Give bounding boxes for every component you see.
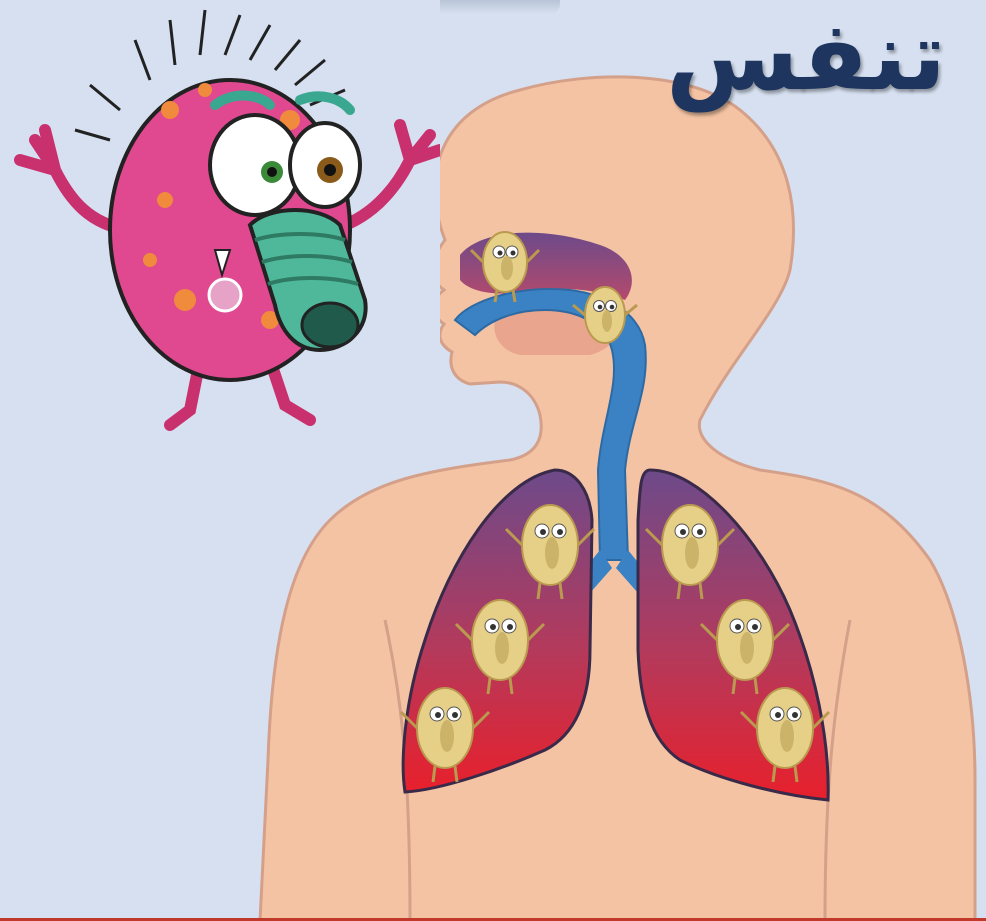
pink-germ-with-gas-mask-icon: [0, 0, 440, 432]
page-title: تنفس: [666, 4, 946, 110]
